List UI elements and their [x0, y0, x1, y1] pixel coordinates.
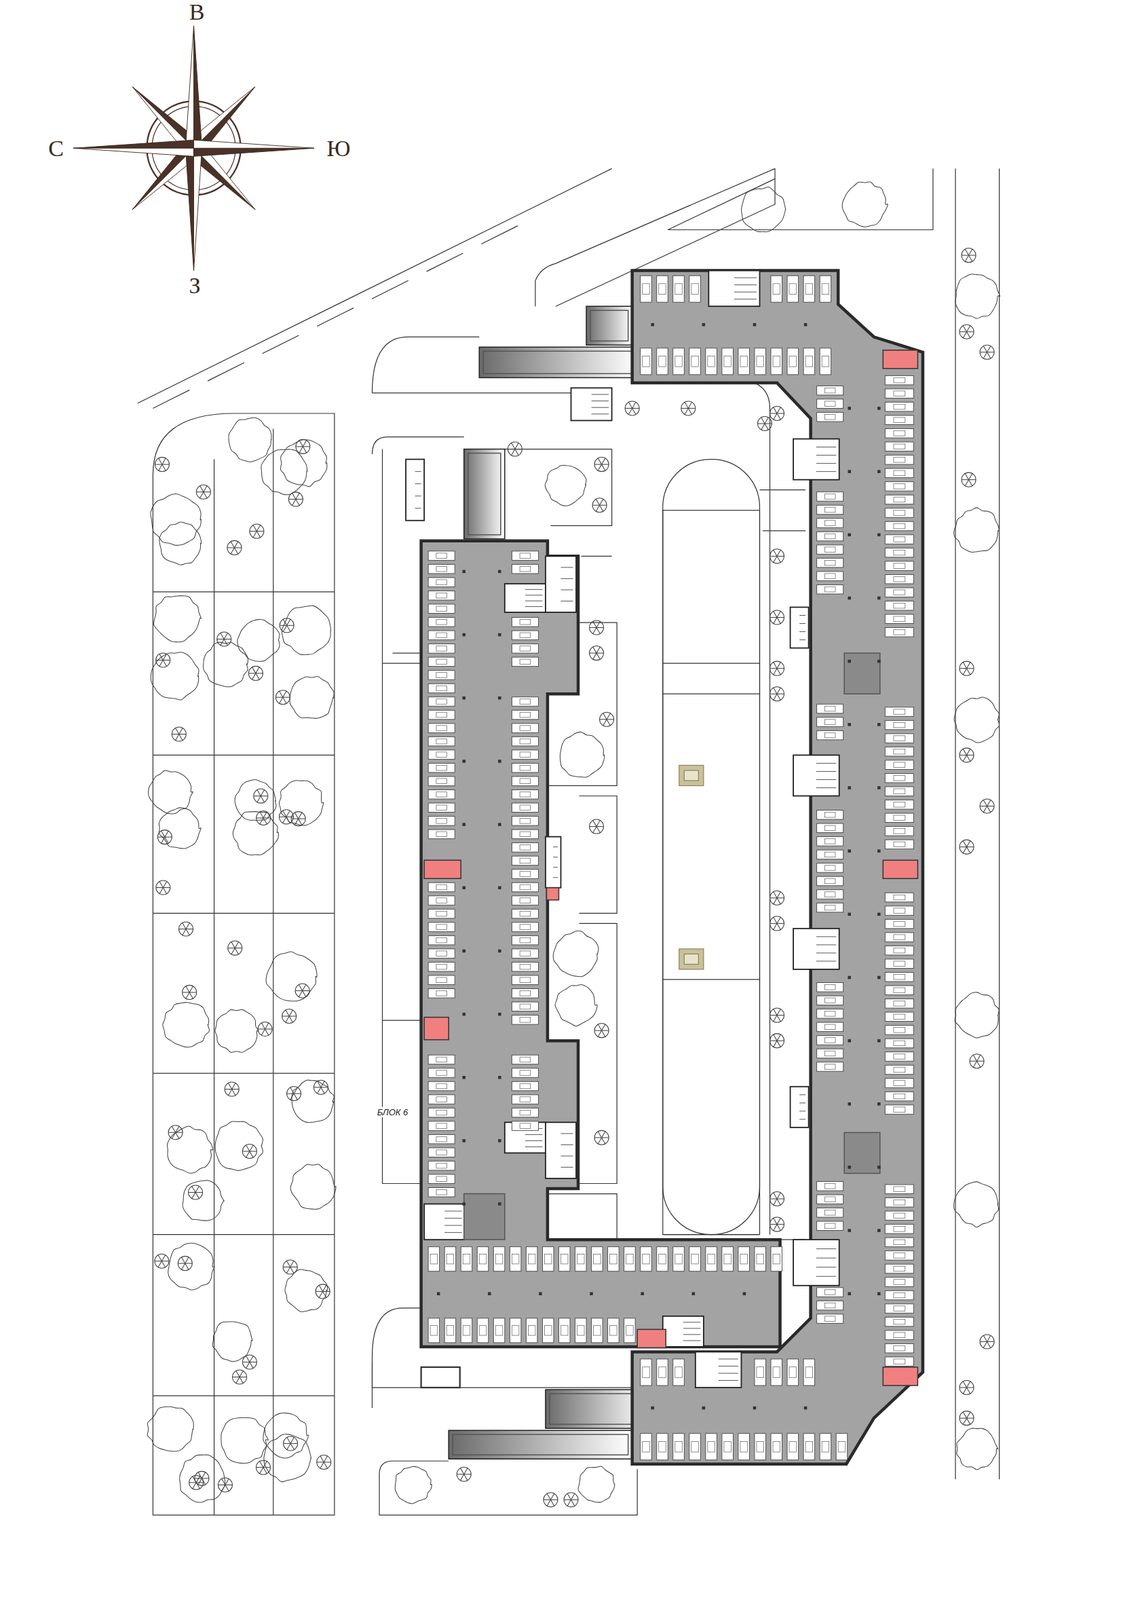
compass-south: З: [188, 272, 201, 299]
compass-rose: [73, 25, 315, 271]
compass-west: С: [48, 135, 64, 162]
site-lines: [137, 168, 1000, 1515]
block-label: БЛОК 6: [375, 1106, 410, 1117]
compass-east: Ю: [326, 135, 351, 162]
compass-north: В: [189, 0, 205, 26]
parking-buildings: [405, 270, 923, 1464]
parking-stalls: [428, 275, 914, 1460]
trees: [147, 181, 1000, 1507]
